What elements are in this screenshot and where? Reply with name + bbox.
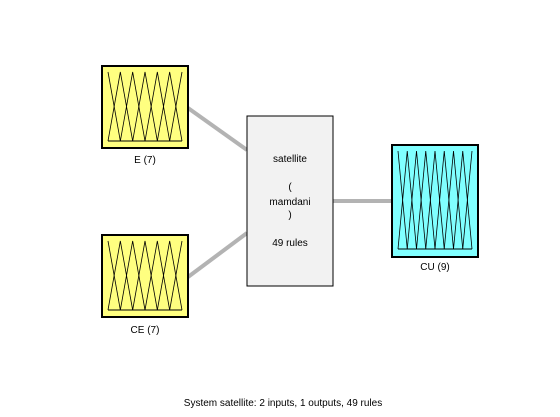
output-cu-mf-9 xyxy=(462,150,473,250)
input-e-mf-5 xyxy=(144,71,171,142)
input-ce-mf-4 xyxy=(132,240,158,311)
output-cu-mf-5 xyxy=(425,150,445,250)
system-summary: System satellite: 2 inputs, 1 outputs, 4… xyxy=(184,398,382,409)
connector-ce-to-system xyxy=(186,231,249,279)
fis-system-block[interactable]: satellite ( mamdani ) 49 rules xyxy=(246,115,334,287)
input-ce-mf-3 xyxy=(119,240,146,311)
output-block-cu[interactable]: CU (9) xyxy=(391,144,479,273)
output-cu-mf-7 xyxy=(443,150,464,250)
output-cu-mf-2 xyxy=(397,150,417,250)
input-ce-mf-6 xyxy=(156,240,183,311)
input-e-mf-7 xyxy=(169,71,183,142)
output-cu-mf-3 xyxy=(406,150,427,250)
fis-system-name: satellite xyxy=(273,154,307,165)
output-cu-box[interactable] xyxy=(391,144,479,258)
input-block-ce[interactable]: CE (7) xyxy=(101,234,189,336)
input-e-label: E (7) xyxy=(134,155,156,166)
input-ce-box[interactable] xyxy=(101,234,189,318)
input-e-mf-4 xyxy=(132,71,158,142)
input-block-e[interactable]: E (7) xyxy=(101,65,189,166)
input-ce-membership-functions xyxy=(107,240,183,311)
fis-system-type: mamdani xyxy=(269,197,310,208)
output-cu-mf-8 xyxy=(453,150,473,250)
input-e-mf-3 xyxy=(119,71,146,142)
output-cu-label: CU (9) xyxy=(420,262,449,273)
input-e-membership-functions xyxy=(107,71,183,142)
input-e-box[interactable] xyxy=(101,65,189,149)
input-ce-mf-7 xyxy=(169,240,183,311)
input-ce-mf-5 xyxy=(144,240,171,311)
input-ce-mf-2 xyxy=(107,240,134,311)
output-cu-mf-4 xyxy=(416,150,436,250)
input-e-mf-6 xyxy=(156,71,183,142)
output-cu-mf-6 xyxy=(434,150,454,250)
input-e-mf-2 xyxy=(107,71,134,142)
fis-system-box[interactable] xyxy=(246,115,334,287)
fis-system-type-close: ) xyxy=(288,210,291,221)
output-cu-membership-functions xyxy=(397,150,473,250)
fis-system-type-open: ( xyxy=(288,182,292,193)
input-ce-label: CE (7) xyxy=(131,325,160,336)
fis-system-rules: 49 rules xyxy=(272,238,308,249)
connector-e-to-system xyxy=(186,106,249,152)
